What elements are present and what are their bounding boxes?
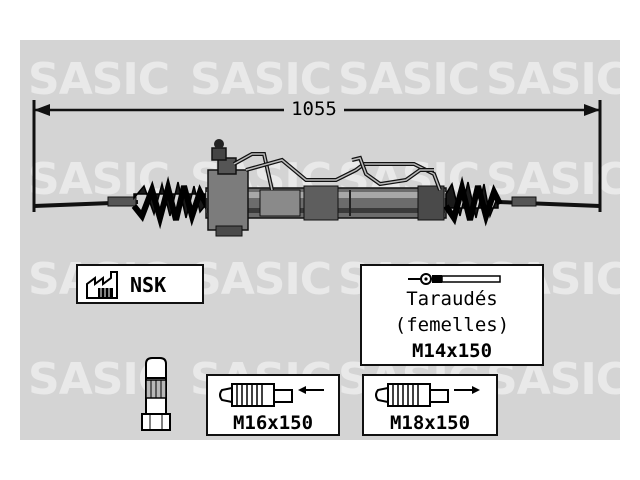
tierod-thread-line2: (femelles)	[394, 314, 510, 336]
diagram-canvas: SASIC SASIC SASIC SASIC SASIC SASIC SASI…	[20, 40, 620, 440]
steering-rack-drawing	[32, 100, 602, 237]
left-bellows-boot	[131, 176, 211, 230]
thread-m16-box: M16x150	[206, 374, 340, 436]
watermark-text: SASIC	[190, 54, 332, 105]
watermark-text: SASIC	[190, 254, 332, 305]
thread-m16-size: M16x150	[232, 412, 314, 434]
watermark-text: SASIC	[486, 154, 620, 205]
manufacturer-name: NSK	[130, 273, 167, 297]
right-bellows-boot	[443, 176, 503, 227]
watermark-text: SASIC	[28, 54, 170, 105]
right-tie-rod	[497, 196, 601, 208]
watermark-text: SASIC	[338, 54, 480, 105]
hydraulic-lines	[233, 152, 442, 191]
threaded-fitting-arrow-left-icon	[219, 383, 324, 407]
overall-length-label: 1055	[284, 98, 344, 120]
manufacturer-box: NSK	[76, 264, 204, 304]
pinion-connector-icon	[141, 357, 171, 431]
tie-rod-end-icon	[408, 273, 501, 285]
left-tie-rod	[33, 196, 139, 208]
tierod-thread-size: M14x150	[411, 340, 493, 362]
tierod-thread-box: Taraudés (femelles) M14x150	[360, 264, 544, 366]
watermark-text: SASIC	[486, 54, 620, 105]
pinion-valve-body	[207, 139, 249, 237]
thread-m18-size: M18x150	[389, 412, 471, 434]
tierod-thread-line1: Taraudés	[406, 288, 498, 310]
factory-icon	[86, 271, 118, 299]
threaded-fitting-arrow-right-icon	[375, 383, 480, 407]
thread-m18-box: M18x150	[362, 374, 498, 436]
